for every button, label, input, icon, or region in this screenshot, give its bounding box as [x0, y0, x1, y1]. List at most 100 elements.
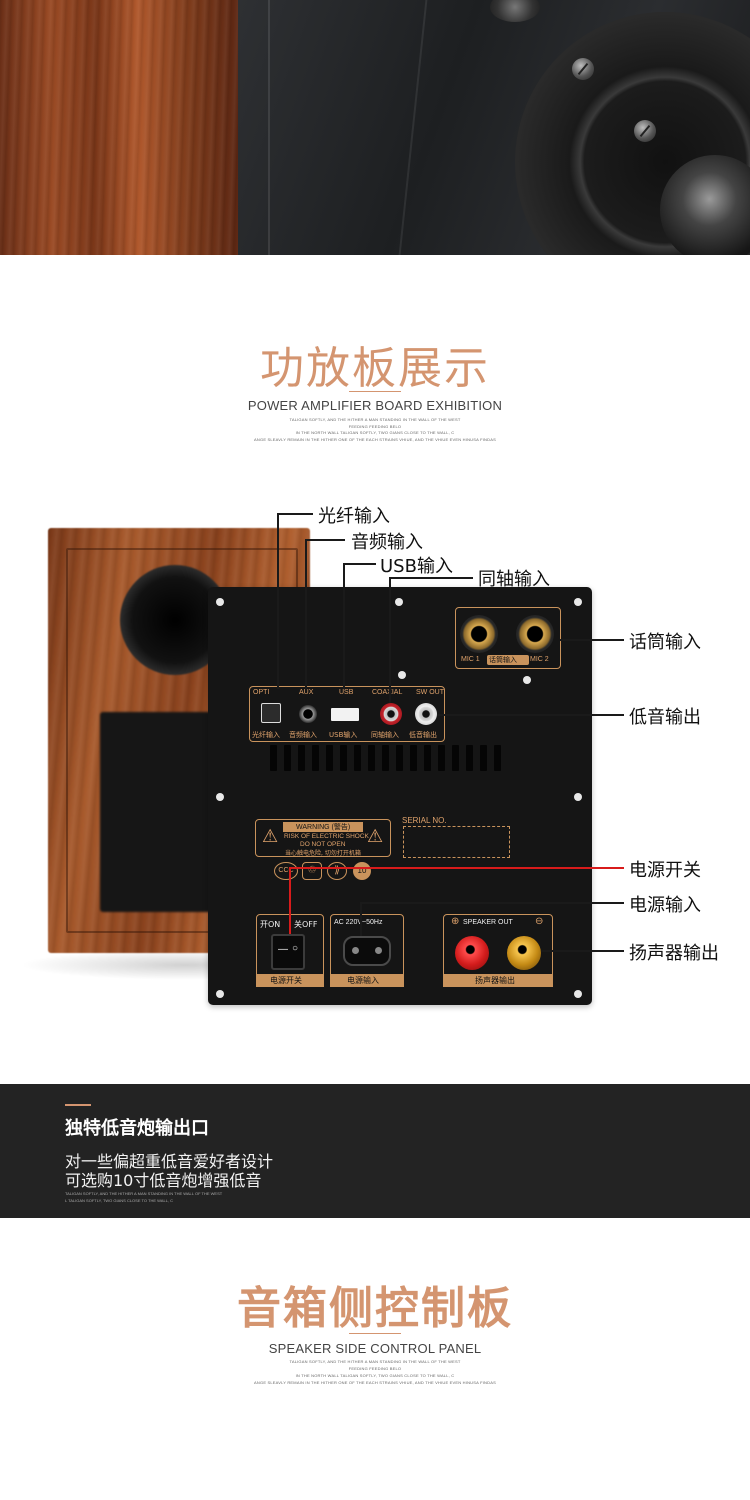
section-title: 音箱侧控制板	[237, 1283, 513, 1334]
vent-slot	[396, 745, 403, 771]
vent-slot	[326, 745, 333, 771]
callout-line	[343, 563, 376, 565]
serial-label: SERIAL NO.	[402, 816, 447, 825]
vent-slot	[270, 745, 277, 771]
subwoofer-out-jack[interactable]	[415, 703, 437, 725]
fine-print: FEEDING FEEDING BELO	[348, 424, 402, 429]
vent-slot	[424, 745, 431, 771]
eco-mark-icon: 10	[353, 862, 371, 880]
usb-cn-label: USB输入	[329, 731, 358, 739]
warning-icon: ⚠	[367, 826, 384, 846]
switch-off-label: 关OFF	[294, 920, 318, 929]
feature-band	[0, 1084, 750, 1218]
baffle-edge	[268, 0, 270, 255]
mic-2-label: MIC 2	[530, 656, 549, 663]
vent-slot	[494, 745, 501, 771]
callout-line	[389, 577, 391, 703]
mic-input-frame	[455, 607, 561, 669]
ccc-mark-icon: CCC	[274, 862, 298, 880]
section-subtitle: SPEAKER SIDE CONTROL PANEL	[268, 1341, 482, 1356]
opti-cn-label: 光纤输入	[252, 731, 280, 739]
sw-cn-label: 低音输出	[409, 731, 437, 739]
callout-usb: USB输入	[380, 556, 453, 577]
mount-hole	[216, 990, 224, 998]
vent-slot	[298, 745, 305, 771]
aux-port[interactable]	[299, 705, 317, 723]
vent-slot	[368, 745, 375, 771]
vent-slot	[284, 745, 291, 771]
warning-title: WARNING (警告)	[296, 824, 351, 831]
callout-line	[277, 513, 279, 689]
feature-line-2: 可选购10寸低音炮增强低音	[65, 1171, 262, 1190]
plus-icon: ⊕	[451, 916, 460, 927]
vent-slot	[354, 745, 361, 771]
serial-number-box	[403, 826, 510, 858]
switch-off-mark: ○	[292, 943, 299, 954]
title-divider	[349, 391, 401, 392]
mount-hole	[574, 793, 582, 801]
vent-slot	[452, 745, 459, 771]
fine-print: IN THE NORTH WALL TALIGAN SOFTLY, TWO GI…	[295, 430, 455, 435]
title-divider	[349, 1333, 401, 1334]
callout-speaker-out: 扬声器输出	[629, 943, 719, 964]
callout-optical: 光纤输入	[318, 506, 390, 527]
speaker-out-label: SPEAKER OUT	[463, 919, 513, 926]
mount-hole	[398, 671, 406, 679]
callout-line	[437, 714, 624, 716]
socket-pin	[352, 947, 359, 954]
callout-line	[277, 513, 313, 515]
mic-cn-label: 话筒输入	[489, 656, 517, 664]
aux-cn-label: 音频输入	[289, 731, 317, 739]
fine-print: TALIGAN SOFTLY, AND THE HITHER A MAN STA…	[65, 1191, 223, 1196]
fine-print: ANGE SLEAVLY REMAIN IN THE HITHER ONE OF…	[254, 1380, 496, 1385]
callout-power-switch: 电源开关	[629, 860, 701, 881]
power-switch-badge	[256, 974, 324, 987]
speaker-negative-terminal[interactable]	[507, 936, 541, 970]
tweeter-dome	[660, 155, 750, 255]
fine-print: IN THE NORTH WALL TALIGAN SOFTLY, TWO GI…	[295, 1373, 455, 1378]
opti-label: OPTI	[253, 689, 270, 696]
ac-input-cn: 电源输入	[347, 976, 379, 985]
recycle-mark-icon: ♲	[302, 862, 322, 880]
switch-on-mark: —	[278, 944, 288, 955]
power-switch[interactable]	[271, 934, 305, 970]
fine-print: TALIGAN SOFTLY, AND THE HITHER A MAN STA…	[289, 1359, 461, 1364]
usb-port[interactable]	[331, 708, 359, 721]
speaker-positive-terminal[interactable]	[455, 936, 489, 970]
warning-line-2: DO NOT OPEN	[300, 841, 346, 848]
coaxial-label: COAXIAL	[372, 689, 403, 696]
mic-1-jack[interactable]	[460, 615, 498, 653]
power-switch-cn: 电源开关	[270, 976, 302, 985]
callout-line	[305, 539, 345, 541]
callout-line	[541, 950, 624, 952]
vent-slot	[382, 745, 389, 771]
switch-on-label: 开ON	[260, 920, 281, 929]
callout-coaxial: 同轴输入	[478, 569, 550, 590]
callout-line	[289, 867, 624, 869]
aux-label: AUX	[299, 689, 314, 696]
callout-power-input: 电源输入	[629, 895, 701, 916]
ac-input-badge	[330, 974, 404, 987]
mic-cn-badge	[487, 655, 529, 665]
mount-hole	[523, 676, 531, 684]
sw-out-label: SW OUT	[416, 689, 444, 696]
mount-hole	[395, 598, 403, 606]
mic-1-label: MIC 1	[461, 656, 480, 663]
callout-line	[560, 639, 624, 641]
minus-icon: ⊖	[535, 916, 544, 927]
ac-input-label: AC 220V~50Hz	[334, 919, 383, 926]
optical-port[interactable]	[261, 703, 281, 723]
ac-power-socket[interactable]	[343, 936, 391, 966]
coax-cn-label: 同轴输入	[371, 731, 399, 739]
socket-pin	[375, 947, 382, 954]
vent-slot	[340, 745, 347, 771]
feature-title: 独特低音炮输出口	[65, 1118, 209, 1139]
sound-mark-icon: ⟫	[327, 862, 347, 880]
coaxial-jack[interactable]	[380, 703, 402, 725]
screw-icon	[572, 58, 594, 80]
warning-title-badge	[283, 822, 363, 832]
mic-2-jack[interactable]	[516, 615, 554, 653]
vent-slot	[466, 745, 473, 771]
vent-slot	[438, 745, 445, 771]
usb-label: USB	[339, 689, 354, 696]
